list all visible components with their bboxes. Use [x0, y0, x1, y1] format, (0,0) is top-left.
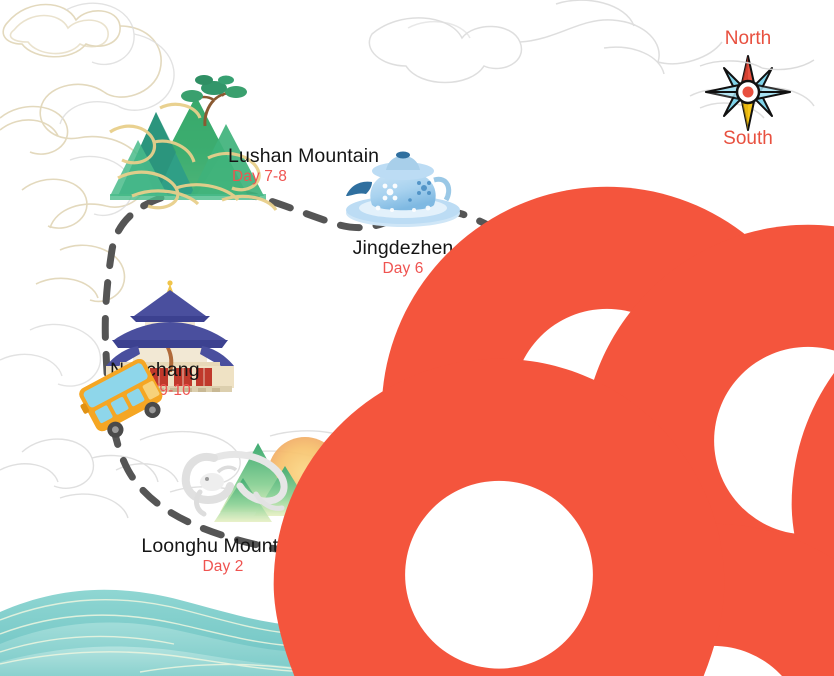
stop-day-loonghu: Day 2: [202, 557, 244, 575]
stop-label-lushan[interactable]: Lushan Mountain Day 7-8: [228, 145, 380, 185]
compass-south-label: South: [723, 128, 773, 149]
stop-label-loonghu[interactable]: Loonghu Mountain Day 2: [140, 535, 306, 575]
stop-name-lushan: Lushan Mountain: [228, 145, 380, 167]
floral-motif: [382, 183, 398, 201]
golden-cloud-ribbon: [109, 102, 278, 212]
map-pin-nanchang[interactable]: [82, 340, 834, 676]
stop-name-jingdezhen: Jingdezhen: [352, 237, 454, 259]
compass-north-label: North: [724, 28, 772, 49]
stop-label-jingdezhen[interactable]: Jingdezhen Day 6: [332, 237, 474, 277]
stop-day-lushan: Day 7-8: [232, 167, 287, 185]
blue-white-porcelain-teapot-icon: [346, 151, 460, 227]
white-dragon: [181, 450, 288, 517]
cloud-swirl-top-left-grey: [0, 2, 175, 387]
stop-day-jingdezhen: Day 6: [382, 259, 424, 277]
stop-name-loonghu: Loonghu Mountain: [141, 535, 305, 557]
green-mountain-pine-icon: [109, 75, 278, 212]
compass-rose-icon: [705, 55, 791, 131]
pine-tree-detail: [181, 75, 247, 127]
